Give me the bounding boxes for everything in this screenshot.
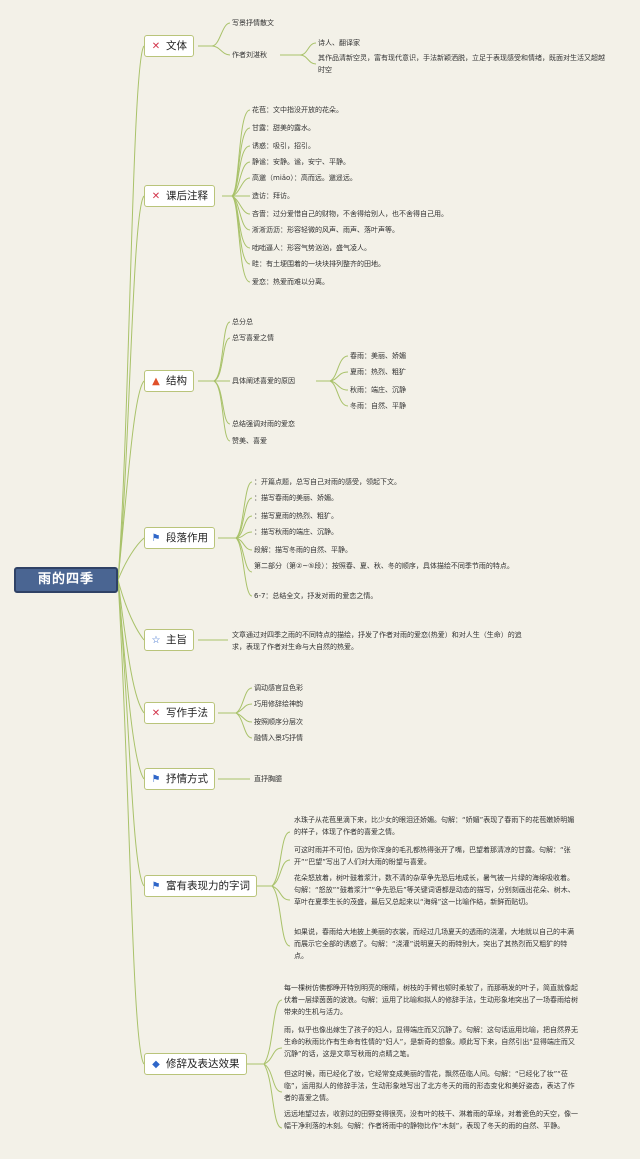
leaf: 段解：描写冬雨的自然、平静。 [254, 546, 352, 554]
branch-label: 修辞及表达效果 [166, 1058, 240, 1070]
leaf: 夏雨：热烈、粗犷 [350, 368, 406, 376]
leaf: 按照顺序分层次 [254, 718, 303, 726]
leaf: 水珠子从花苞里滴下来，比少女的眼泪还娇媚。句解：“娇媚”表现了春雨下的花苞嫩娇明… [294, 816, 575, 836]
leaf: 畦：有土埂围着的一块块排列整齐的田地。 [252, 260, 385, 268]
branch-genre[interactable]: ✕ 文体 [144, 35, 194, 57]
leaf: 6-7：总结全文，抒发对雨的爱恋之情。 [254, 592, 378, 600]
leaf: 雨，似乎也像出嫁生了孩子的妇人，显得端庄而又沉静了。句解：这句话运用比喻，把自然… [284, 1026, 578, 1058]
root-topic[interactable]: 雨的四季 [14, 567, 118, 593]
branch-label: 抒情方式 [166, 773, 208, 785]
leaf: 造访：拜访。 [252, 192, 294, 200]
leaf: 冬雨：自然、平静 [350, 402, 406, 410]
branch-label: 文体 [166, 40, 187, 52]
leaf: 文章通过对四季之雨的不同特点的描绘，抒发了作者对雨的爱恋(热爱）和对人生（生命）… [232, 631, 522, 651]
branch-writing-techniques[interactable]: ✕ 写作手法 [144, 702, 215, 724]
leaf: 其作品清新空灵，富有现代意识，手法新颖洒脱，立足于表现感受和情绪，既面对生活又超… [318, 54, 605, 74]
leaf: 淅淅沥沥：形容轻微的风声、雨声、落叶声等。 [252, 226, 399, 234]
leaf: 秋雨：端庄、沉静 [350, 386, 406, 394]
leaf: 巧用修辞绘神韵 [254, 700, 303, 708]
leaf: 赞美、喜爱 [232, 437, 267, 445]
leaf: 作者刘湛秋 [232, 51, 267, 59]
pencil-icon: ✕ [151, 191, 161, 202]
leaf: 总结强调对雨的爱恋 [232, 420, 295, 428]
branch-lyrical-mode[interactable]: ⚑ 抒情方式 [144, 768, 215, 790]
leaf: 具体阐述喜爱的原因 [232, 377, 295, 385]
leaf: 诱惑：吸引，招引。 [252, 142, 315, 150]
branch-label: 主旨 [166, 634, 187, 646]
branch-rhetoric-effects[interactable]: ◆ 修辞及表达效果 [144, 1053, 247, 1075]
flag-icon: ⚑ [151, 881, 161, 892]
branch-expressive-words[interactable]: ⚑ 富有表现力的字词 [144, 875, 257, 897]
leaf: 如果说，春雨给大地披上美丽的衣裳，而经过几场夏天的透雨的浇灌，大地就以自己的丰满… [294, 928, 574, 960]
leaf: ：描写秋雨的端庄、沉静。 [254, 528, 338, 536]
branch-label: 段落作用 [166, 532, 208, 544]
leaf: 花朵怒放着，树叶鼓着浆汁，数不清的杂草争先恐后地成长，暑气被一片绿的海绵吸收着。… [294, 874, 575, 906]
leaf: 直抒胸臆 [254, 775, 282, 783]
branch-paragraph-roles[interactable]: ⚑ 段落作用 [144, 527, 215, 549]
drop-icon: ◆ [152, 1059, 160, 1070]
leaf: 吝啬：过分爱惜自己的财物，不舍得给别人，也不舍得自己用。 [252, 210, 448, 218]
leaf: 可这时雨并不可怕，因为你浑身的毛孔都热得张开了嘴，巴望着那清凉的甘露。句解：“张… [294, 846, 571, 866]
leaf: 春雨：美丽、娇媚 [350, 352, 406, 360]
leaf: 爱恋：热爱而难以分离。 [252, 278, 329, 286]
flag-icon: ⚑ [151, 533, 161, 544]
fire-icon: ▲ [152, 376, 160, 387]
flag-icon: ⚑ [151, 774, 161, 785]
branch-label: 富有表现力的字词 [166, 880, 250, 892]
leaf: 每一棵树仿佛都睁开特别明亮的眼睛，树枝的手臂也顿时柔软了，而那萌发的叶子，简直就… [284, 984, 578, 1016]
leaf: 高邈（miǎo）：高而远。邈遥远。 [252, 174, 357, 182]
branch-label: 课后注释 [166, 190, 208, 202]
star-icon: ☆ [151, 635, 161, 646]
pencil-icon: ✕ [151, 708, 161, 719]
leaf: 第二部分（第②~⑤段）：按照春、夏、秋、冬的顺序，具体描绘不同季节雨的特点。 [254, 562, 514, 570]
leaf: 咄咄逼人：形容气势汹汹，盛气凌人。 [252, 244, 371, 252]
leaf: 总写喜爱之情 [232, 334, 274, 342]
branch-notes[interactable]: ✕ 课后注释 [144, 185, 215, 207]
pencil-icon: ✕ [151, 41, 161, 52]
leaf: 但这时候，雨已经化了妆，它经常变成美丽的雪花，飘然莅临人间。句解：“已经化了妆”… [284, 1070, 575, 1102]
branch-structure[interactable]: ▲ 结构 [144, 370, 194, 392]
branch-theme[interactable]: ☆ 主旨 [144, 629, 194, 651]
leaf: 总分总 [232, 318, 253, 326]
leaf: 静谧：安静。谧，安宁、平静。 [252, 158, 350, 166]
leaf: 甘露：甜美的露水。 [252, 124, 315, 132]
leaf: 融情入景巧抒情 [254, 734, 303, 742]
leaf: 远远地望过去，收割过的田野变得很亮，没有叶的枝干、淋着雨的草垛，对着瓷色的天空，… [284, 1110, 578, 1130]
leaf: 花苞：文中指没开放的花朵。 [252, 106, 343, 114]
leaf: 诗人、翻译家 [318, 39, 360, 47]
leaf: ：描写夏雨的热烈、粗犷。 [254, 512, 338, 520]
leaf: ：描写春雨的美丽、娇媚。 [254, 494, 338, 502]
leaf: ：开篇点题，总写自己对雨的感受，领起下文。 [254, 478, 401, 486]
branch-label: 结构 [166, 375, 187, 387]
branch-label: 写作手法 [166, 707, 208, 719]
leaf: 调动感官显色彩 [254, 684, 303, 692]
leaf: 写景抒情散文 [232, 19, 274, 27]
